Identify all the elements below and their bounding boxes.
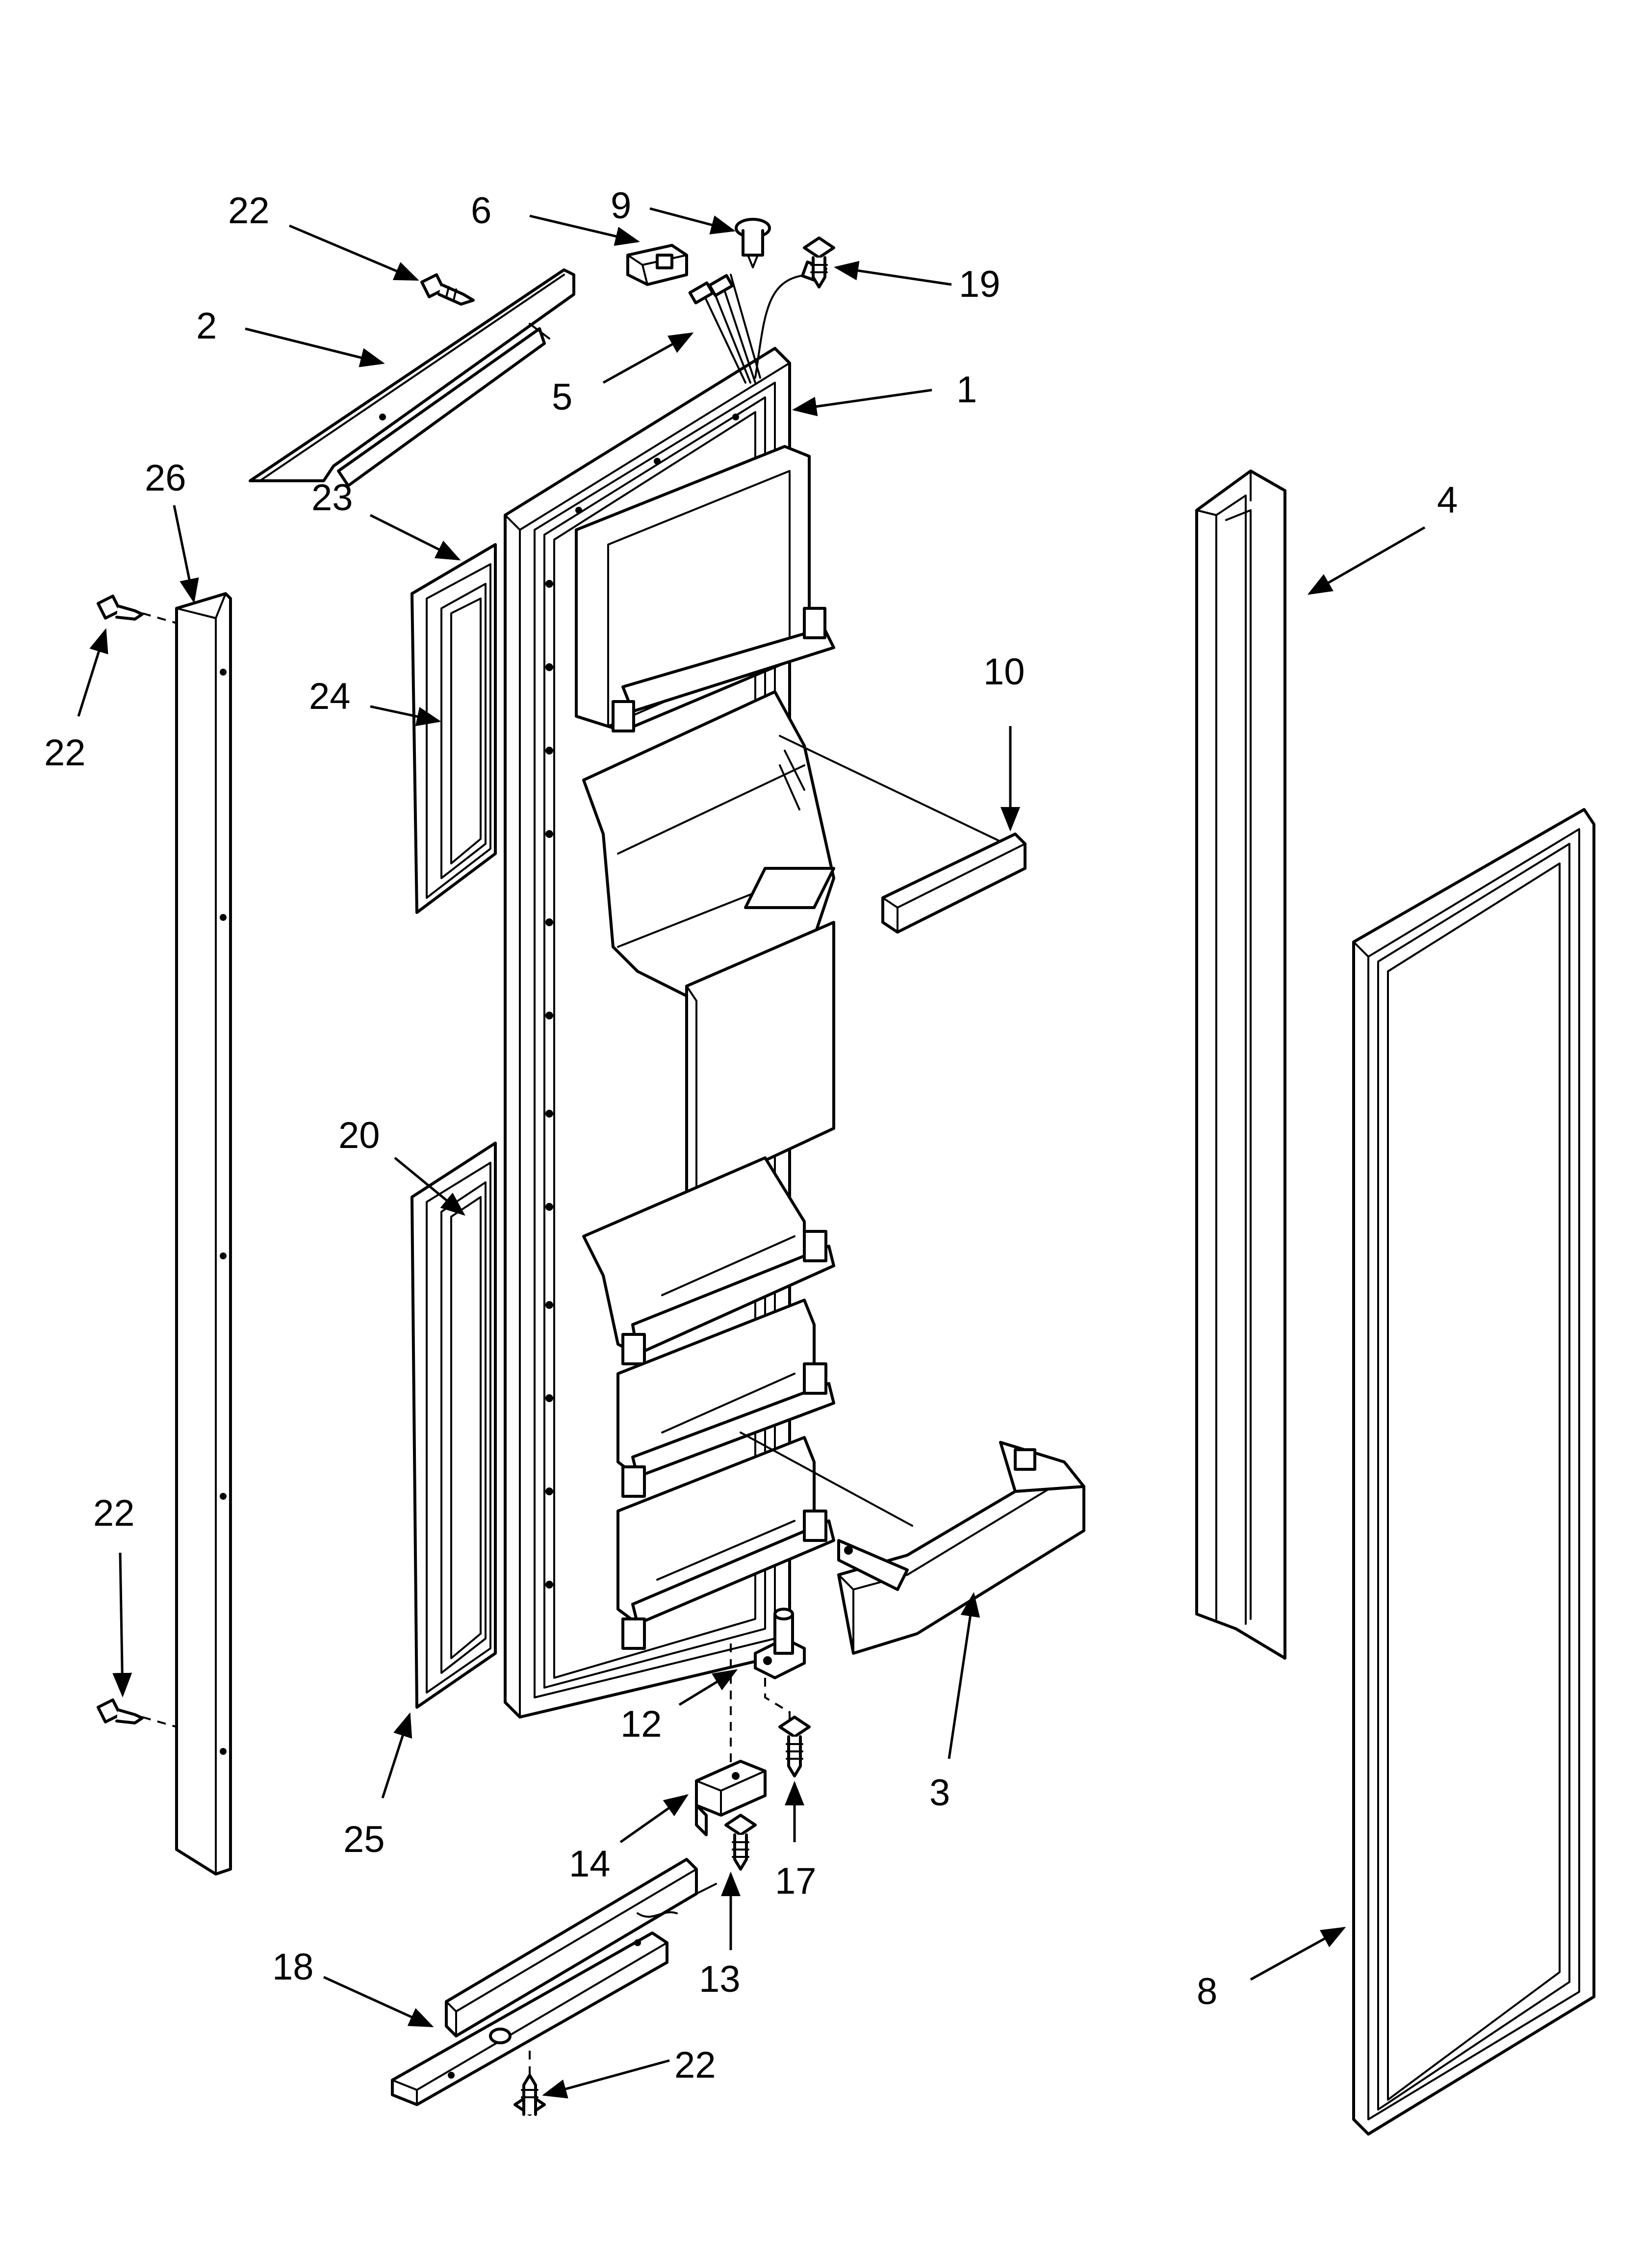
- callout-22-bottom: 22: [674, 2044, 716, 2086]
- callout-labels: 1 2 3 4 5 6 8 9 10 12 13 14 17 18 19 20 …: [44, 185, 1458, 2086]
- shelf-bracket-part: [881, 833, 1026, 934]
- hinge-side-trim-part: [1195, 469, 1286, 1660]
- hinge-pin-part: [730, 1608, 806, 1766]
- screw-13-part: [724, 1814, 757, 1871]
- leader-arrows: [77, 207, 1426, 2099]
- callout-22-top: 22: [228, 190, 270, 232]
- plug-button-part: [735, 218, 771, 268]
- callout-10: 10: [983, 651, 1025, 693]
- connector-part: [626, 244, 688, 286]
- door-liner-part: [504, 347, 1006, 1719]
- callout-6: 6: [471, 190, 491, 232]
- hinge-block-part: [695, 1760, 767, 1836]
- top-trim-part: [249, 268, 575, 487]
- callout-19: 19: [959, 263, 1001, 305]
- screw-22-left-lower-part: [97, 1698, 177, 1728]
- callout-17: 17: [775, 1860, 817, 1902]
- callout-9: 9: [611, 185, 631, 227]
- callout-1: 1: [956, 369, 977, 411]
- callout-12: 12: [620, 1703, 662, 1745]
- callout-14: 14: [569, 1843, 611, 1885]
- callout-18: 18: [272, 1946, 314, 1988]
- callout-20: 20: [338, 1115, 380, 1156]
- liner-screw-holes: [545, 414, 739, 1589]
- callout-25: 25: [343, 1819, 385, 1860]
- callout-24: 24: [309, 676, 351, 717]
- lower-liner-panel-part: [410, 1142, 497, 1709]
- callout-22-left-upper: 22: [44, 732, 86, 774]
- door-handle-part: [837, 1441, 1085, 1655]
- screw-22-top-part: [420, 273, 475, 306]
- screw-17-part: [778, 1716, 811, 1777]
- callout-22-left-lower: 22: [93, 1492, 135, 1534]
- handle-side-trim-part: [175, 592, 232, 1876]
- screw-22-bottom-part: [513, 2051, 546, 2116]
- callout-8: 8: [1197, 1971, 1217, 2012]
- screw-22-left-upper-part: [97, 595, 177, 624]
- wire-harness-part: [688, 261, 827, 384]
- callout-3: 3: [929, 1772, 950, 1814]
- callout-5: 5: [552, 376, 572, 418]
- screw-19-part: [803, 236, 835, 288]
- upper-liner-panel-part: [410, 543, 497, 914]
- callout-2: 2: [196, 305, 217, 347]
- callout-4: 4: [1437, 479, 1458, 521]
- callout-26: 26: [145, 457, 186, 499]
- callout-13: 13: [699, 1958, 741, 2000]
- door-gasket-part: [1352, 808, 1595, 2136]
- callout-23: 23: [311, 477, 353, 519]
- bottom-hinge-bracket-part: [391, 1858, 717, 2106]
